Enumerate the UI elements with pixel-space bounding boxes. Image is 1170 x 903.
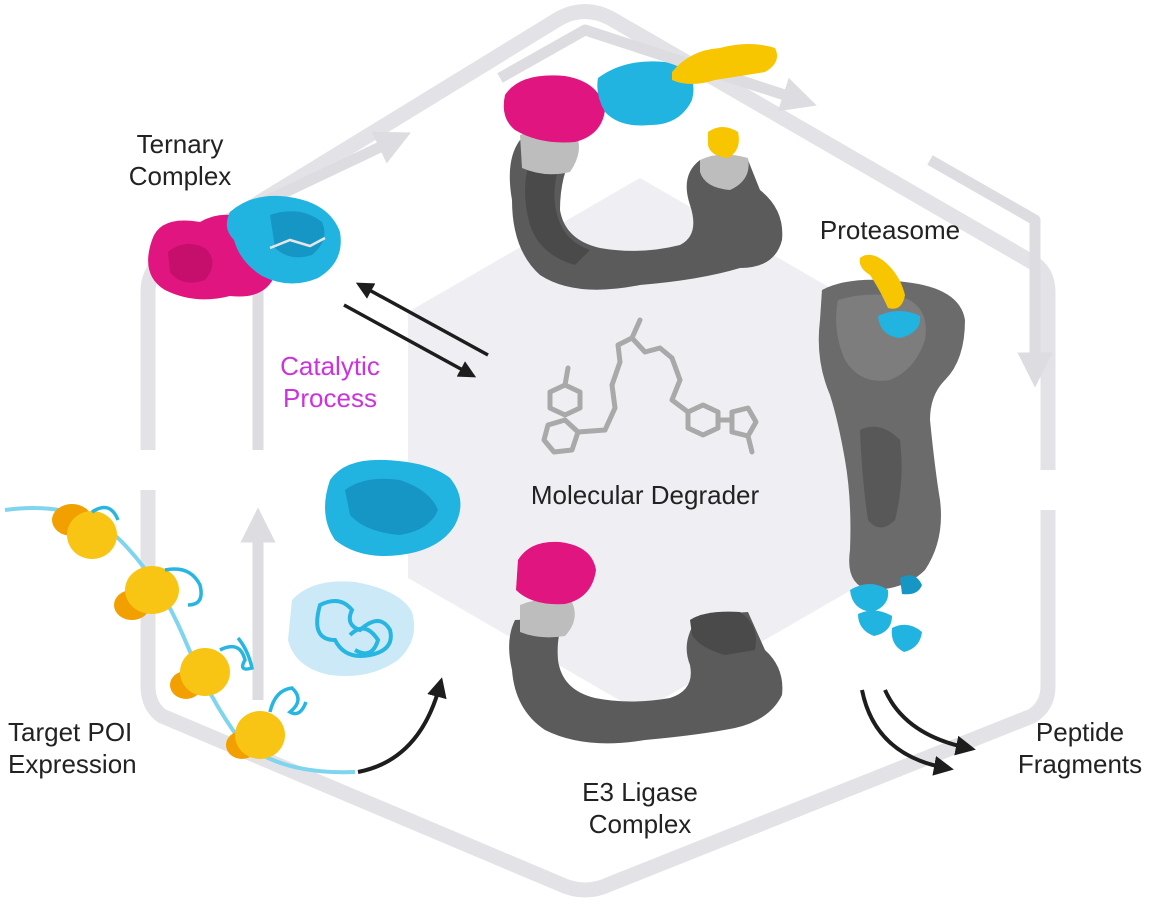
peptide-arrow-1 (883, 689, 976, 756)
peptide-fragments-label-line1: Peptide (1035, 717, 1125, 747)
target-poi-expression-label: Target POI Expression (8, 716, 178, 780)
peptide-fragments-label-line2: Fragments (1017, 749, 1143, 779)
e3-ligase-complex-label-line1: E3 Ligase (582, 777, 698, 807)
ternary-complex-label-line2: Complex (128, 161, 232, 191)
peptide-arrow-2 (860, 689, 954, 776)
mrna-ribosomes (4, 504, 356, 775)
cycle-arrow-right-down (927, 155, 1053, 388)
ternary-complex-structure (148, 195, 341, 300)
catalytic-process-label-line2: Process (283, 383, 377, 413)
target-protein-folded (325, 459, 461, 556)
degrader-molecule (541, 317, 759, 455)
ternary-complex-label: Ternary Complex (100, 128, 260, 192)
peptide-fragments-label: Peptide Fragments (1005, 716, 1155, 780)
target-protein-nascent (288, 581, 415, 676)
e3-ligase-structure (509, 541, 783, 744)
catalytic-process-label-line1: Catalytic (280, 351, 380, 381)
molecular-degrader-label-text: Molecular Degrader (530, 480, 760, 510)
equilibrium-arrow-up (355, 282, 489, 357)
catalytic-process-label: Catalytic Process (255, 350, 405, 414)
proteasome-structure (818, 254, 965, 652)
outline-gap-left (120, 450, 180, 490)
target-poi-expression-label-line1: Target POI (8, 717, 133, 747)
proteasome-label-text: Proteasome (819, 215, 961, 245)
e3-ligase-complex-label-line2: Complex (588, 809, 692, 839)
e3-ligase-complex-label: E3 Ligase Complex (565, 776, 715, 840)
outline-gap-right (1020, 470, 1080, 510)
equilibrium-arrow-down (343, 303, 477, 378)
ubiquitinated-complex-structure (503, 44, 783, 290)
ternary-complex-label-line1: Ternary (136, 129, 224, 159)
proteasome-label: Proteasome (795, 214, 985, 246)
target-poi-expression-label-line2: Expression (8, 749, 137, 779)
molecular-degrader-label: Molecular Degrader (495, 479, 795, 511)
expression-arrow (357, 677, 447, 774)
